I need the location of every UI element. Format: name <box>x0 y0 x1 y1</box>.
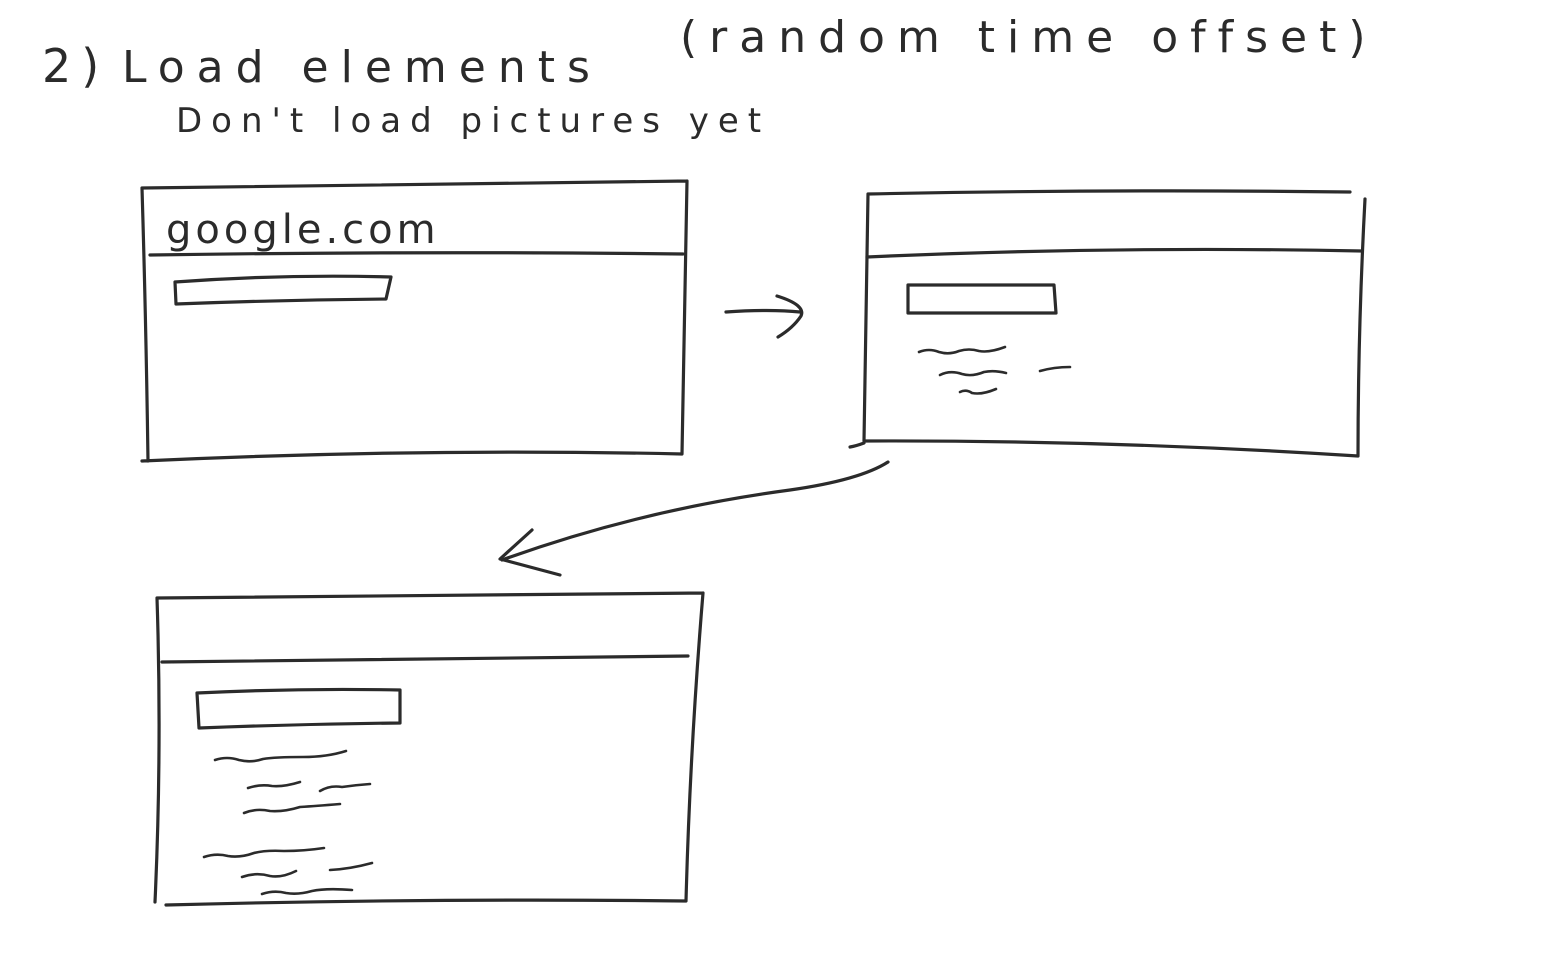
heading: 2) Load elements (random time offset) Do… <box>42 12 1378 141</box>
step-number: 2) <box>42 39 109 93</box>
browser-frame-1: google.com <box>140 179 689 463</box>
arrow-curved-down-left-icon <box>498 460 890 577</box>
title-note: (random time offset) <box>680 12 1378 63</box>
frame-1-address-divider <box>148 251 685 257</box>
frame-3-text-line <box>260 887 354 896</box>
frame-3-address-divider <box>160 654 690 664</box>
frame-3-text-line <box>240 861 374 879</box>
frame-3-border <box>153 591 705 907</box>
frame-1-border <box>140 179 689 463</box>
address-bar-text: google.com <box>166 207 440 253</box>
arrow-right-icon <box>724 294 804 339</box>
browser-frame-2 <box>848 189 1367 458</box>
browser-frame-3 <box>153 591 705 907</box>
frame-2-text-line <box>958 387 998 395</box>
frame-2-address-divider <box>865 247 1364 259</box>
frame-3-text-line <box>202 846 326 859</box>
frame-2-border <box>848 189 1367 458</box>
frame-3-text-line <box>246 780 372 793</box>
subtitle: Don't load pictures yet <box>176 101 770 141</box>
frame-2-text-line <box>938 365 1072 377</box>
frame-3-search-box <box>195 687 402 730</box>
frame-2-text-line <box>917 345 1007 355</box>
frame-1-search-box <box>173 274 393 306</box>
page-title: Load elements <box>122 42 602 93</box>
frame-3-text-line <box>242 802 342 815</box>
frame-3-text-line <box>213 749 348 763</box>
frame-2-search-box <box>906 283 1058 315</box>
